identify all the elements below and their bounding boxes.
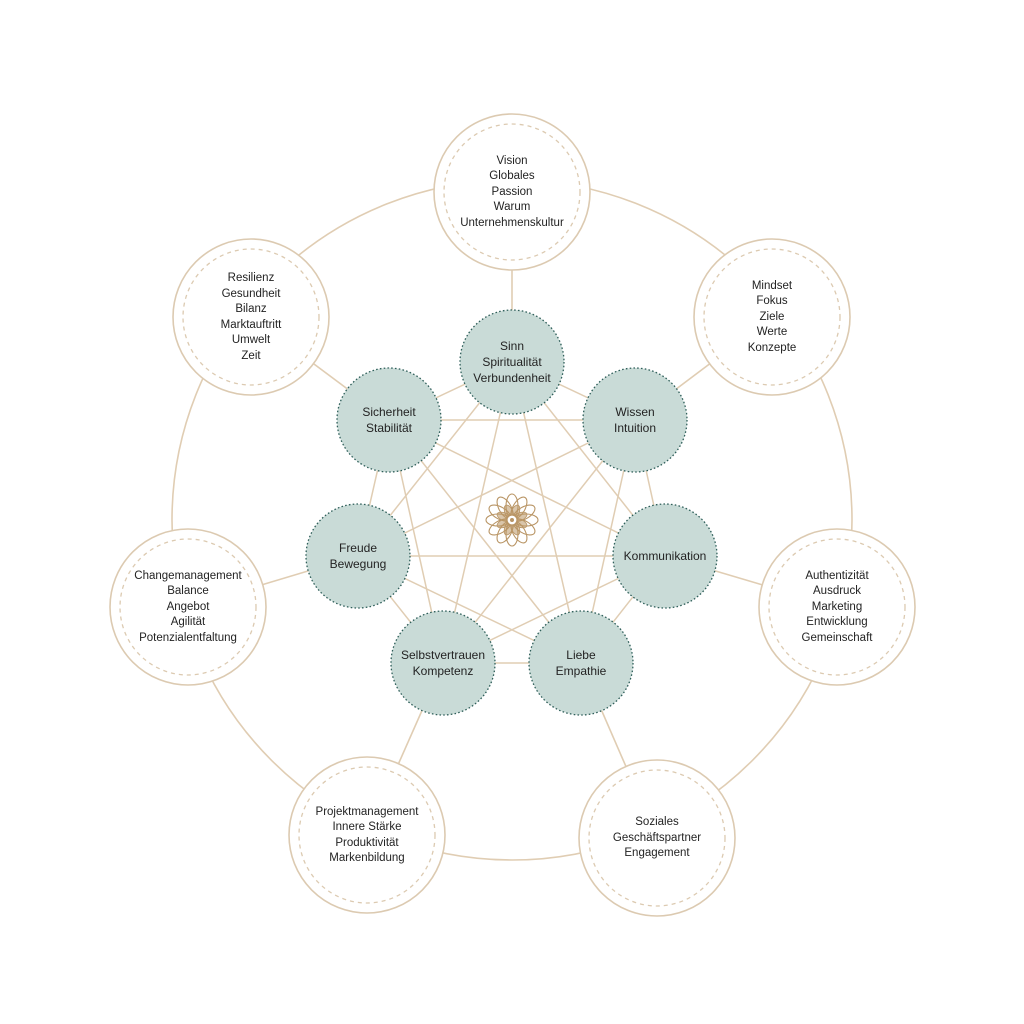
outer-circle-dashes: [768, 538, 906, 676]
lotus-icon: [485, 493, 539, 547]
lotus-mandala: [485, 493, 539, 547]
outer-circle-upper-right: [693, 238, 851, 396]
inner-circle-lower-right: [528, 610, 634, 716]
inner-circles: [305, 309, 718, 716]
inner-circle-upper-left: [336, 367, 442, 473]
inner-circle-right: [612, 503, 718, 609]
outer-circle-dashes: [119, 538, 257, 676]
outer-circle-lower-right: [578, 759, 736, 917]
inner-circle-upper-right: [582, 367, 688, 473]
inner-circle-top: [459, 309, 565, 415]
lotus-dot: [510, 518, 514, 522]
outer-circle-top: [433, 113, 591, 271]
outer-circle-dashes: [443, 123, 581, 261]
inner-circle-lower-left: [390, 610, 496, 716]
outer-circle-lower-left: [288, 756, 446, 914]
inner-circle-left: [305, 503, 411, 609]
outer-circle-dashes: [588, 769, 726, 907]
outer-circle-left: [109, 528, 267, 686]
outer-circle-right: [758, 528, 916, 686]
outer-circle-upper-left: [172, 238, 330, 396]
outer-circle-dashes: [182, 248, 320, 386]
outer-circle-dashes: [703, 248, 841, 386]
outer-circles: [109, 113, 916, 917]
outer-circle-dashes: [298, 766, 436, 904]
